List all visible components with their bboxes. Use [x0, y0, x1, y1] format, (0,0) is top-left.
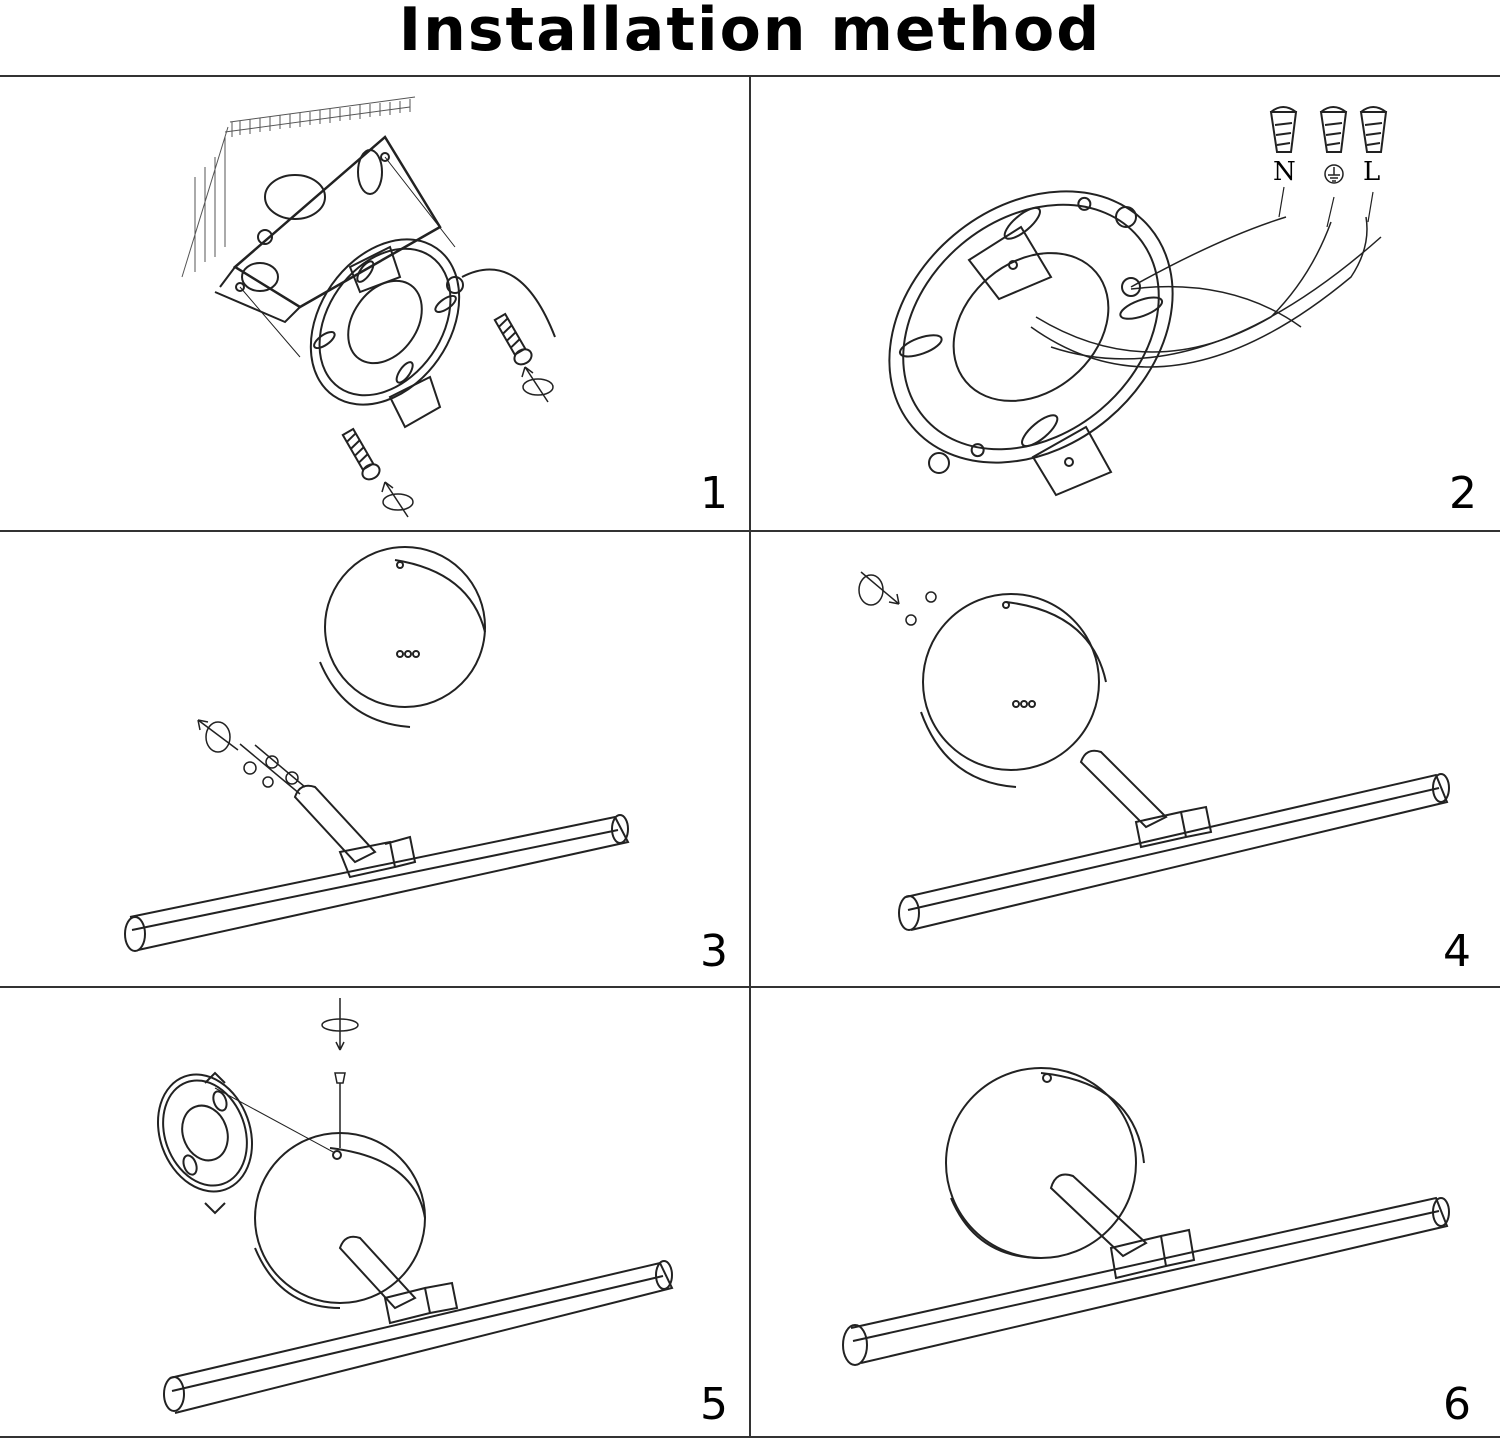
screw-icon — [334, 1072, 346, 1148]
step-2-illustration — [888, 106, 1388, 497]
lamp-arm — [1079, 749, 1213, 849]
mounting-plate — [888, 190, 1174, 464]
step-3-number: 3 — [700, 926, 728, 977]
step-6-panel: 6 — [751, 988, 1500, 1436]
mounting-plate — [309, 238, 461, 406]
lamp-arm — [1049, 1173, 1196, 1280]
rotate-arrow-icon — [321, 998, 359, 1051]
lamp-bar — [898, 773, 1450, 931]
step-4-number: 4 — [1443, 926, 1471, 977]
step-4-illustration — [858, 571, 1450, 931]
live-wire-label: L — [1363, 157, 1381, 187]
rotate-arrow-icon — [521, 366, 554, 403]
lamp-bar — [124, 814, 630, 952]
neutral-wire-label: N — [1273, 157, 1296, 187]
screw-icon — [341, 427, 381, 481]
lamp-arm — [293, 784, 417, 879]
screw-icon — [905, 591, 937, 626]
step-1-panel: 1 — [0, 77, 749, 530]
lamp-base-cover — [945, 1067, 1145, 1259]
rotate-arrow-icon — [381, 481, 414, 518]
lamp-base-cover — [920, 593, 1107, 788]
step-5-panel: 5 — [0, 988, 749, 1436]
wire-nut-icon — [1269, 106, 1298, 153]
step-6-illustration — [842, 1067, 1450, 1366]
ground-symbol-icon — [1324, 164, 1344, 184]
rotate-arrow-icon — [858, 571, 900, 606]
wire-nut-icon — [1359, 106, 1388, 153]
step-5-number: 5 — [700, 1379, 728, 1430]
wire-nut-icon — [1319, 106, 1348, 153]
screw-icon — [493, 312, 533, 366]
mounting-plate — [156, 1073, 254, 1193]
step-3-panel: 3 — [0, 532, 749, 986]
step-4-panel: 4 — [751, 532, 1500, 986]
step-3-illustration — [124, 546, 630, 952]
lamp-bar — [163, 1260, 674, 1414]
page-title: Installation method — [398, 0, 1102, 65]
wall-hatching — [181, 96, 416, 278]
step-5-illustration — [156, 998, 674, 1414]
step-2-number: 2 — [1449, 468, 1477, 519]
wire-connectors — [239, 743, 306, 795]
step-6-number: 6 — [1443, 1379, 1471, 1430]
lamp-bar — [842, 1196, 1450, 1366]
step-1-illustration — [181, 96, 556, 518]
lamp-base-cover — [319, 546, 486, 728]
step-1-number: 1 — [700, 468, 728, 519]
step-2-panel: N L 2 — [751, 77, 1500, 530]
junction-box — [232, 135, 442, 309]
rotate-arrow-icon — [197, 719, 239, 753]
lamp-arm — [338, 1235, 459, 1325]
frame-center-line — [749, 76, 751, 1438]
